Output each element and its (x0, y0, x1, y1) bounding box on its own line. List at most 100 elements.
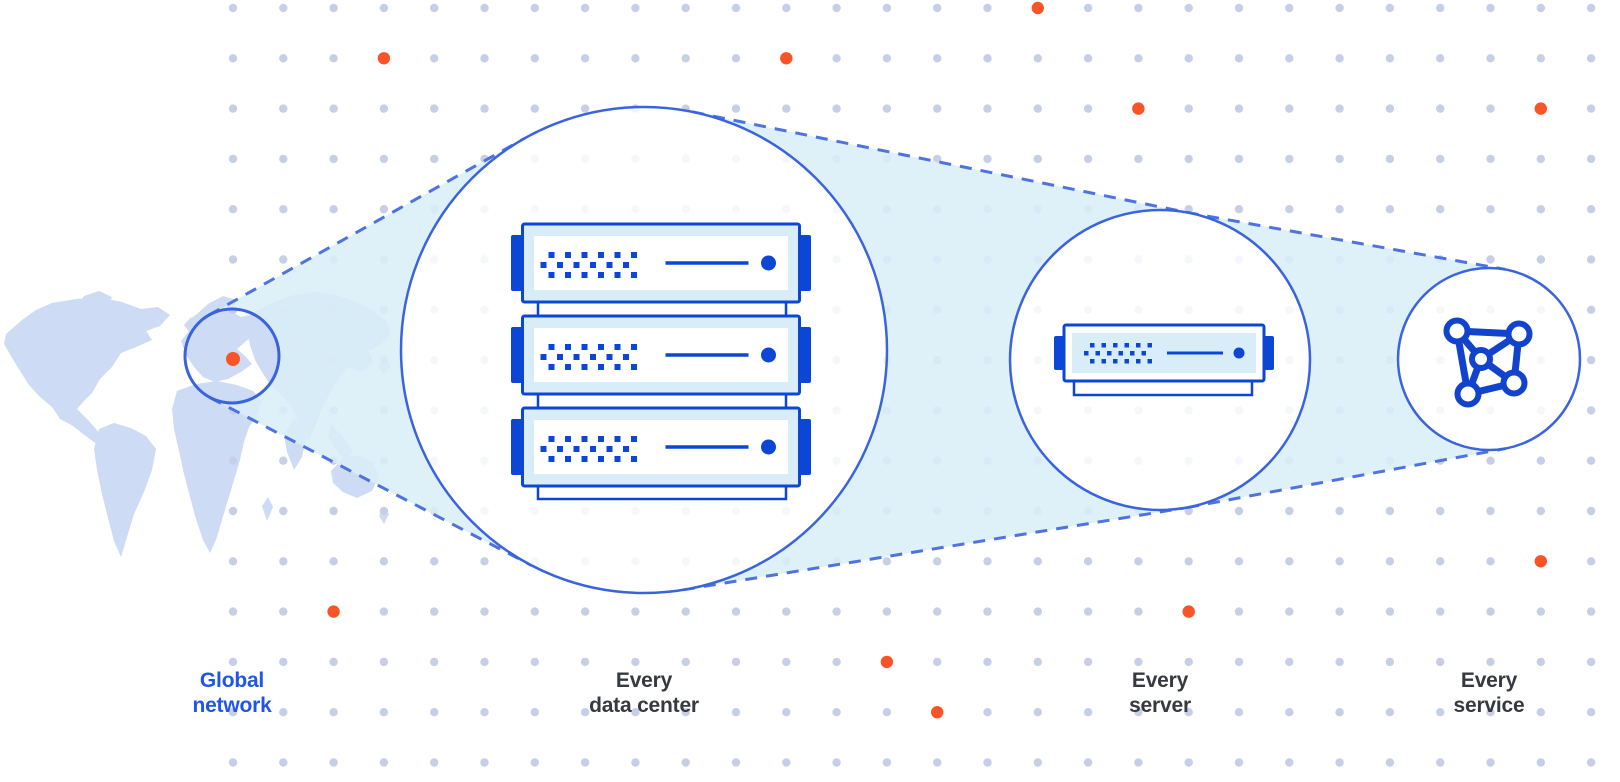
grid-dot (1285, 205, 1294, 214)
grid-dot (1586, 607, 1596, 616)
grid-dot (1486, 104, 1495, 113)
grid-dot (279, 557, 288, 566)
tangent-dashed-lines (208, 110, 1506, 592)
grid-dot (782, 657, 791, 667)
server-ear (1054, 336, 1065, 370)
grid-dot (832, 3, 841, 13)
grid-dot (430, 54, 439, 63)
grid-dot (1385, 104, 1395, 113)
vent-dot (631, 436, 637, 442)
vent-dot (606, 262, 613, 268)
grid-dot (228, 3, 238, 13)
grid-dot (933, 3, 942, 13)
grid-dot (1486, 657, 1495, 667)
grid-dot (1234, 54, 1244, 63)
grid-dot (279, 708, 288, 717)
vent-dot (565, 364, 571, 370)
grid-dot (329, 205, 338, 214)
label-every-data-center: Every data center (559, 668, 729, 718)
vent-dot (548, 364, 555, 370)
vent-dot (573, 354, 580, 360)
vent-dot (1113, 343, 1118, 348)
grid-dot (1436, 607, 1445, 616)
grid-dot (681, 54, 690, 63)
mesh-node (1443, 317, 1471, 345)
grid-dot (1335, 54, 1344, 63)
grid-dot (1083, 657, 1093, 667)
grid-dot (1285, 708, 1294, 717)
grid-dot (279, 758, 288, 767)
grid-dot (832, 657, 841, 667)
grid-dot (782, 708, 791, 717)
grid-dot (731, 758, 741, 767)
grid-dot (1033, 758, 1043, 767)
grid-dot (882, 607, 892, 616)
grid-dot (1436, 104, 1445, 113)
grid-dot (631, 657, 640, 667)
grid-dot (1586, 506, 1596, 516)
vent-dot (1084, 351, 1089, 356)
grid-dot (379, 758, 389, 767)
grid-dot (530, 758, 539, 767)
grid-dot (1285, 54, 1294, 63)
label-line: data center (589, 694, 699, 717)
grid-dot (882, 758, 892, 767)
vent-dot (631, 272, 637, 278)
grid-dot (681, 758, 690, 767)
continent-shape (94, 423, 156, 557)
grid-dot (731, 657, 741, 667)
grid-dot (1134, 557, 1143, 566)
vent-dot (1124, 343, 1129, 348)
grid-dot (580, 104, 590, 113)
grid-dot (430, 3, 439, 13)
grid-dot (1385, 657, 1395, 667)
grid-dot (1486, 205, 1495, 214)
dashed-tangent-line (1187, 447, 1506, 509)
grid-dot (1285, 657, 1294, 667)
illustrations (226, 222, 1533, 501)
vent-dot (573, 262, 580, 268)
grid-dot (279, 255, 288, 264)
vent-dot (573, 446, 580, 452)
vent-dot (1090, 359, 1095, 364)
vent-dot (590, 262, 596, 268)
grid-dot (1586, 54, 1596, 63)
vent-dot (565, 344, 571, 350)
mesh-node (1500, 369, 1528, 397)
grid-dot (228, 154, 238, 164)
label-line: service (1453, 694, 1525, 717)
zoom-beam (1186, 212, 1506, 508)
server-ear (511, 419, 523, 475)
vent-dot (631, 364, 637, 370)
grid-dot (1285, 557, 1294, 566)
grid-dot (1486, 758, 1495, 767)
grid-dot (379, 205, 389, 214)
continent-shape (181, 296, 263, 382)
grid-dot (1486, 607, 1495, 616)
grid-dot (1586, 3, 1596, 13)
grid-dot (1536, 708, 1546, 717)
vent-dot (598, 252, 604, 258)
grid-dot (1083, 607, 1093, 616)
grid-dot (631, 607, 640, 616)
grid-dot (731, 54, 741, 63)
vent-dot (548, 456, 555, 462)
grid-dot (1536, 506, 1546, 516)
grid-dot (1385, 708, 1395, 717)
orange-grid-dot (1182, 605, 1195, 618)
grid-dot (681, 3, 690, 13)
vent-dot (565, 436, 571, 442)
grid-dot (681, 708, 690, 717)
location-marker-dot (226, 352, 240, 366)
grid-dot (379, 506, 389, 516)
grid-dot (1234, 205, 1244, 214)
grid-dot (530, 104, 539, 113)
vent-dot (1101, 359, 1106, 364)
grid-dot (983, 154, 992, 164)
grid-dot (1234, 3, 1244, 13)
grid-dot (1083, 154, 1093, 164)
grid-dot (329, 758, 338, 767)
grid-dot (1134, 154, 1143, 164)
grid-dot (1033, 104, 1043, 113)
server-faceplate (534, 236, 788, 290)
